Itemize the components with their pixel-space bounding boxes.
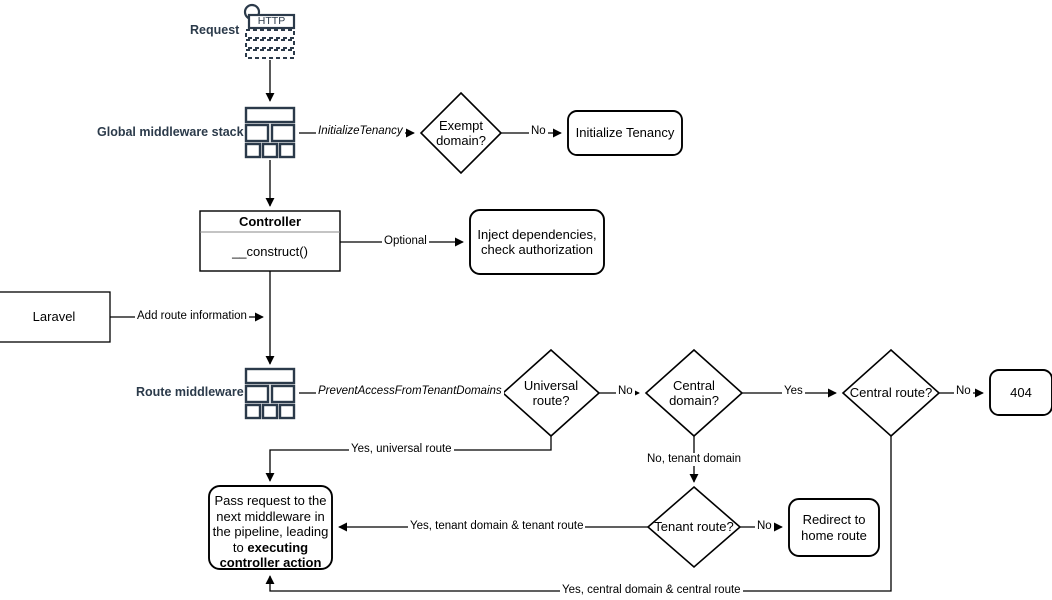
http-icon-caption: HTTP <box>257 15 286 27</box>
node-exempt-domain[interactable] <box>419 91 503 175</box>
side-label-global-middleware-stack: Global middleware stack <box>97 125 244 139</box>
edge-label-central-route-no: No <box>954 385 973 398</box>
edge-label-exempt-domain-no: No <box>529 125 548 138</box>
pass-request-bold-text: executing controller action <box>219 539 322 571</box>
node-404[interactable] <box>989 369 1052 416</box>
node-initialize-tenancy[interactable] <box>567 110 683 156</box>
edge-label-prevent-access: PreventAccessFromTenantDomains <box>316 385 504 398</box>
edge-label-universal-route-yes: Yes, universal route <box>349 443 454 456</box>
node-redirect-home[interactable] <box>788 498 880 557</box>
node-label-tenant-route: Tenant route? <box>654 519 734 535</box>
edge-label-central-route-yes: Yes, central domain & central route <box>560 584 743 597</box>
node-label-controller-construct: __construct() <box>232 244 308 259</box>
edge-label-central-domain-no-tenant: No, tenant domain <box>645 453 743 466</box>
node-label-central-route: Central route? <box>849 385 933 401</box>
node-label-central-domain: Central domain? <box>669 377 719 409</box>
middleware-stack-icon-global <box>244 106 296 159</box>
node-inject-dependencies[interactable] <box>469 209 605 275</box>
node-tenant-route[interactable] <box>646 485 742 569</box>
edge-label-tenant-route-yes: Yes, tenant domain & tenant route <box>408 520 586 533</box>
middleware-stack-icon-route <box>244 367 296 420</box>
pass-request-normal-text: Pass request to the next middleware in t… <box>212 493 329 555</box>
node-label-initialize-tenancy: Initialize Tenancy <box>575 125 675 141</box>
node-pass-request[interactable] <box>208 485 333 570</box>
node-label-laravel: Laravel <box>32 309 76 325</box>
edge-label-controller-optional: Optional <box>382 235 429 248</box>
edge-label-universal-route-no: No <box>616 385 635 398</box>
node-controller[interactable] <box>199 210 341 272</box>
edge-label-central-domain-yes: Yes <box>782 385 805 398</box>
node-label-exempt-domain: Exempt domain? <box>436 117 486 149</box>
node-label-404: 404 <box>1010 384 1032 400</box>
node-label-pass-request: Pass request to the next middleware in t… <box>209 486 332 571</box>
edge-label-tenant-route-no: No <box>755 520 774 533</box>
http-request-icon <box>243 3 296 59</box>
node-label-redirect-home: Redirect to home route <box>801 512 867 543</box>
side-label-route-middleware: Route middleware <box>136 385 244 399</box>
node-label-universal-route: Universal route? <box>523 377 579 409</box>
node-label-controller-title: Controller <box>238 214 302 229</box>
edge-label-add-route-information: Add route information <box>135 310 249 323</box>
edge-label-initialize-tenancy: InitializeTenancy <box>316 125 405 138</box>
side-label-request: Request <box>190 23 240 37</box>
node-label-inject-dependencies: Inject dependencies, check authorization <box>477 226 597 258</box>
